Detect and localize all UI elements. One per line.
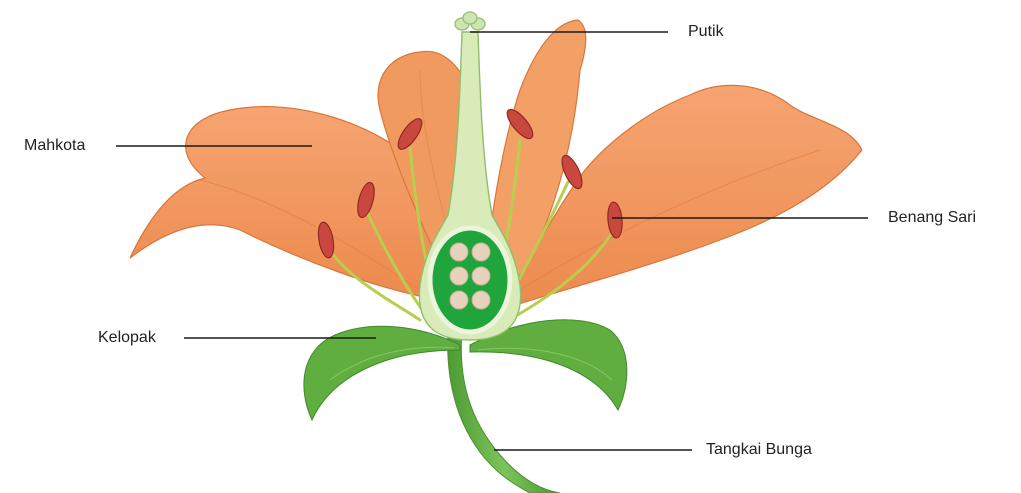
sepal-left	[304, 326, 460, 420]
label-tangkai-bunga: Tangkai Bunga	[706, 442, 812, 458]
label-mahkota: Mahkota	[24, 138, 85, 154]
stigma	[455, 12, 485, 30]
ovary	[430, 228, 510, 332]
label-benang-sari: Benang Sari	[888, 210, 976, 226]
label-putik: Putik	[688, 24, 724, 40]
label-kelopak: Kelopak	[98, 330, 156, 346]
